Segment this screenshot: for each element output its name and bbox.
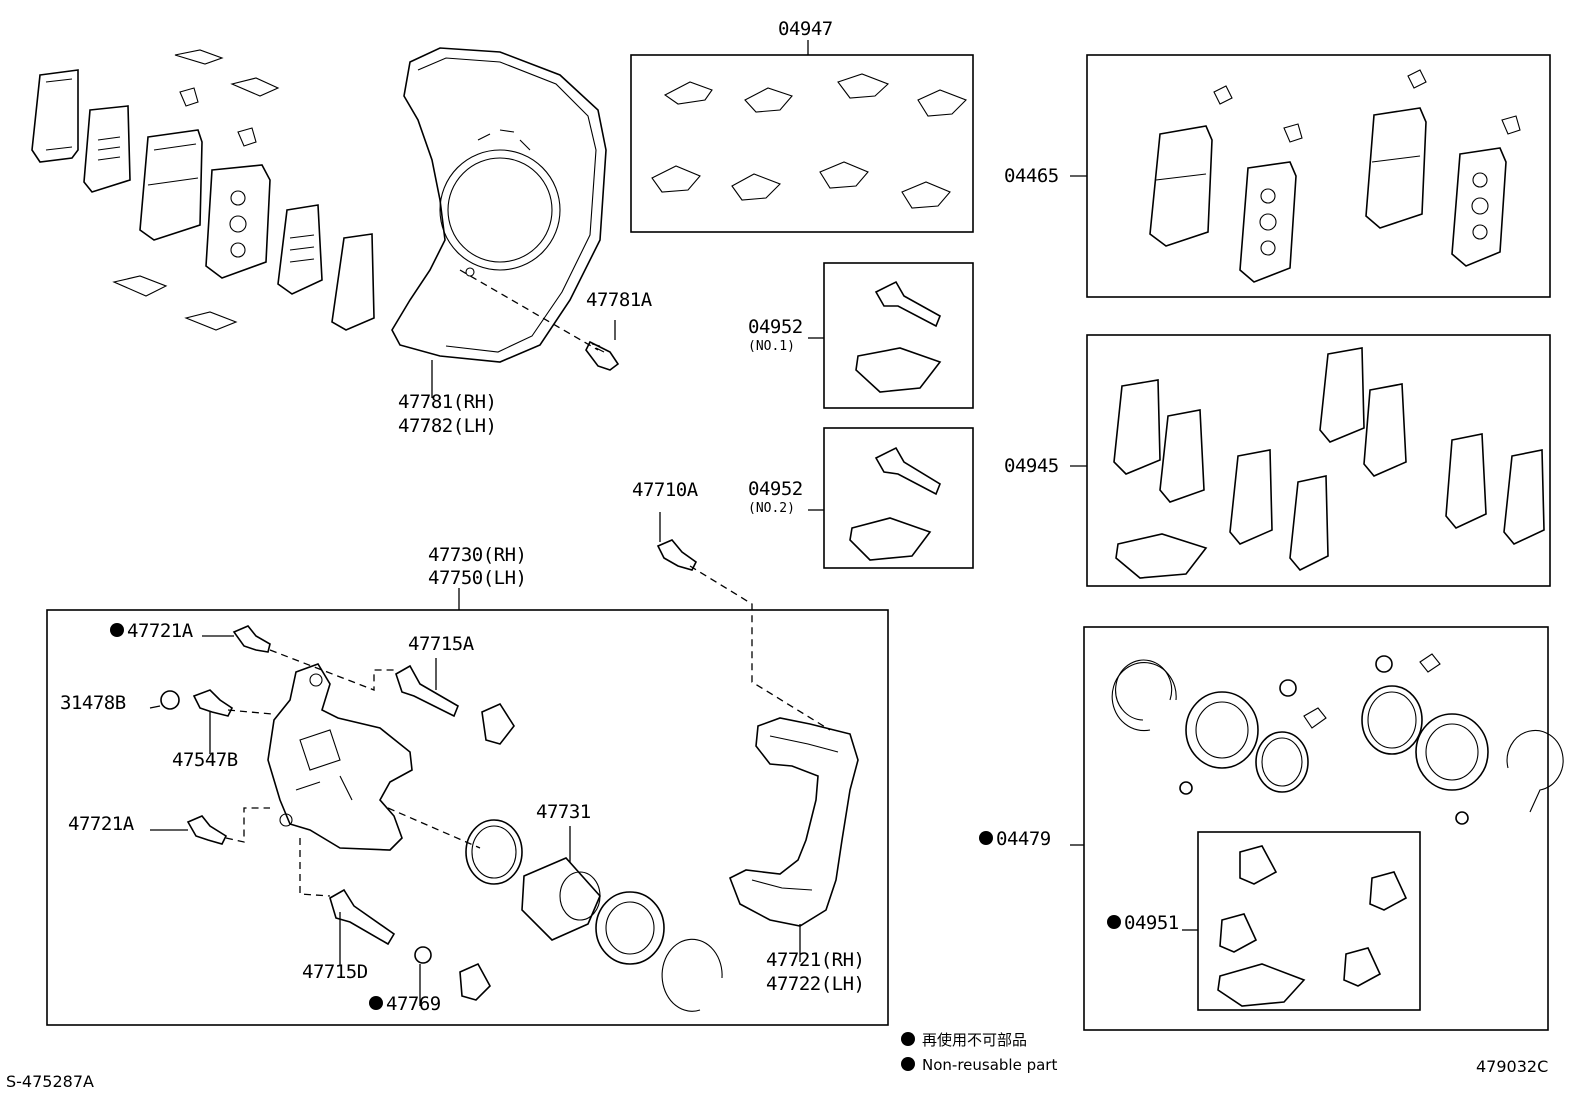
kit-box-caliper-47730 (46, 609, 889, 1026)
pin-boot-lower (459, 962, 491, 1001)
bolt-47710a (656, 539, 698, 571)
label-47715d: 47715D (302, 961, 368, 983)
corner-code-right: 479032C (1476, 1057, 1548, 1076)
pin-kit-04952-no1 (855, 280, 942, 393)
legend-bullet-en (901, 1057, 915, 1071)
non-reusable-mark (1107, 915, 1121, 929)
kit-box-04951 (1197, 831, 1421, 1011)
label-04479: 04479 (996, 828, 1051, 850)
slide-pin-47715a (395, 664, 459, 718)
label-04947: 04947 (778, 18, 833, 40)
bleeder-cap-31478b (160, 690, 180, 710)
bolt-47721a-upper (232, 625, 271, 653)
label-04945: 04945 (1004, 455, 1059, 477)
label-47721a-upper: 47721A (127, 620, 194, 642)
label-47722-lh: 47722(LH) (766, 973, 864, 995)
shim-set-04945 (1113, 347, 1545, 579)
boot-kit-04951 (1217, 845, 1408, 1007)
pin-boot-upper (481, 702, 515, 745)
caliper-mounting-bracket (728, 717, 859, 927)
label-31478b: 31478B (60, 692, 126, 714)
pad-set-04465 (1149, 69, 1521, 283)
piston-47731 (521, 857, 601, 941)
label-04951: 04951 (1124, 912, 1179, 934)
corner-code-left: S-475287A (6, 1072, 94, 1091)
legend-english: Non-reusable part (922, 1056, 1057, 1074)
label-47715a: 47715A (408, 633, 475, 655)
non-reusable-mark (979, 831, 993, 845)
label-47721a-lower: 47721A (68, 813, 135, 835)
label-04952-no1-sub: (NO.1) (748, 339, 795, 354)
brake-pad-group-top-left (31, 49, 375, 331)
label-47750-lh: 47750(LH) (428, 567, 526, 589)
label-47710a: 47710A (632, 479, 699, 501)
label-47547b: 47547B (172, 749, 238, 771)
seal-kit-04479 (1111, 653, 1564, 825)
label-47721-rh: 47721(RH) (766, 949, 864, 971)
kit-box-04479 (1083, 626, 1549, 1031)
kit-box-04952-no1 (823, 262, 974, 409)
legend-japanese: 再使用不可部品 (922, 1031, 1027, 1049)
label-04465: 04465 (1004, 165, 1059, 187)
bolt-47781a (585, 340, 620, 371)
bleeder-plug-47547b (192, 689, 234, 717)
non-reusable-mark (110, 623, 124, 637)
label-47781-rh: 47781(RH) (398, 391, 496, 413)
kit-box-04945 (1086, 334, 1551, 587)
slide-pin-47715d (329, 888, 396, 946)
label-47730-rh: 47730(RH) (428, 544, 526, 566)
label-47782-lh: 47782(LH) (398, 415, 496, 437)
caliper-body (267, 663, 413, 851)
set-ring (661, 938, 723, 1012)
label-47731: 47731 (536, 801, 591, 823)
bolt-47721a-lower (186, 815, 228, 845)
clip-set-04947 (651, 73, 967, 209)
bushing-47769 (414, 946, 432, 964)
dust-shield (391, 47, 607, 363)
piston-seal-ring (465, 819, 523, 885)
kit-box-04952-no2 (823, 427, 974, 569)
legend-bullet-jp (901, 1032, 915, 1046)
label-04952-no2-sub: (NO.2) (748, 501, 795, 516)
non-reusable-mark (369, 996, 383, 1010)
label-47781a: 47781A (586, 289, 653, 311)
label-04952-no2: 04952 (748, 478, 803, 500)
pin-kit-04952-no2 (849, 446, 941, 561)
label-47769: 47769 (386, 993, 441, 1015)
label-04952-no1: 04952 (748, 316, 803, 338)
kit-box-04947 (630, 54, 974, 233)
